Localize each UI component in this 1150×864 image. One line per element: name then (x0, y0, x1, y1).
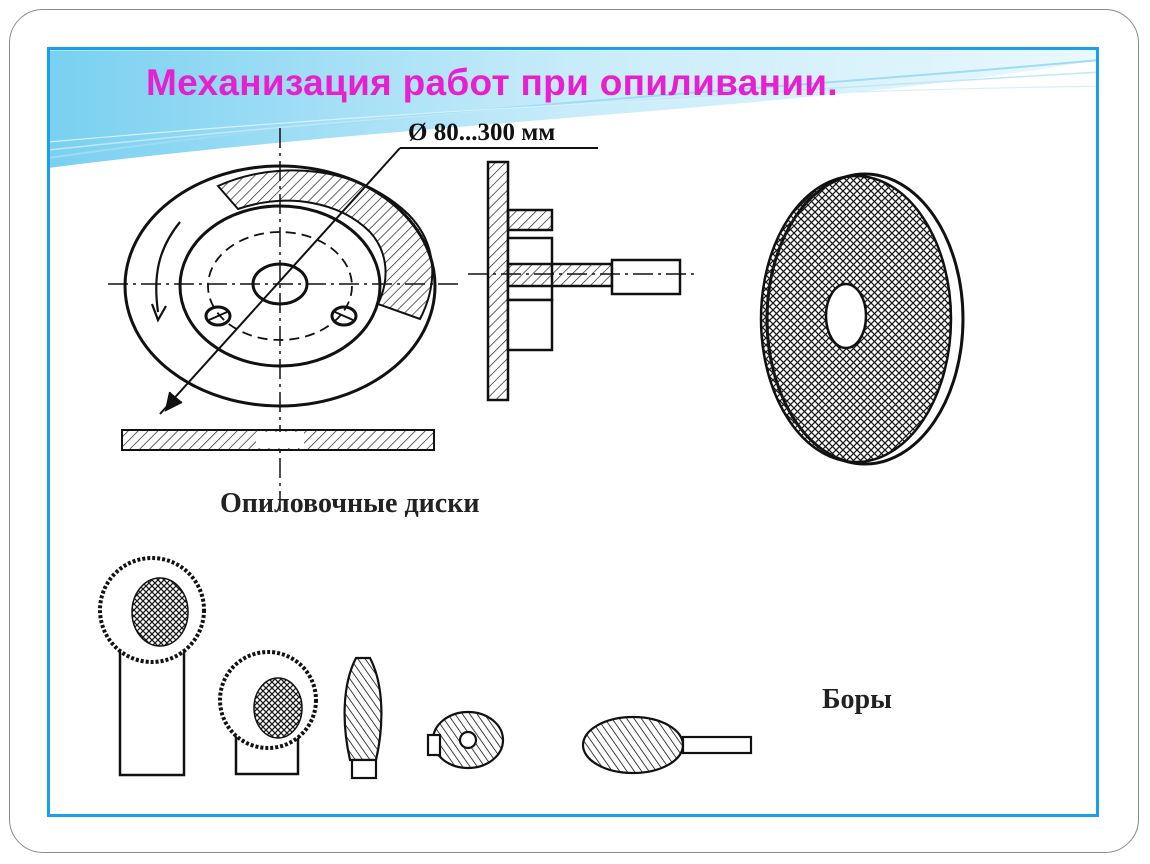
abrasive-disk-perspective (759, 172, 965, 466)
filing-disks-drawing: Ø 80...300 мм (108, 119, 965, 514)
bur-round-cutter (426, 710, 505, 770)
bur-conical-spiral (343, 656, 383, 780)
diameter-dimension-leader (159, 147, 598, 415)
slide-title: Механизация работ при опиливании. (146, 62, 838, 103)
burs-drawing (98, 556, 753, 780)
bur-large-ball-tall-shank (98, 556, 206, 777)
bur-oval-long-shank (581, 715, 753, 775)
bur-ball-short-shank (218, 650, 318, 776)
filing-disks-caption: Опиловочные диски (220, 488, 480, 519)
burs-caption: Боры (822, 684, 892, 715)
disk-section-strip (121, 429, 435, 451)
diameter-dimension-label: Ø 80...300 мм (408, 119, 555, 146)
disk-mandrel-section (468, 160, 698, 402)
slide-content-box: Механизация работ при опиливании. (47, 47, 1099, 817)
title-swoosh-decoration (50, 50, 1096, 168)
